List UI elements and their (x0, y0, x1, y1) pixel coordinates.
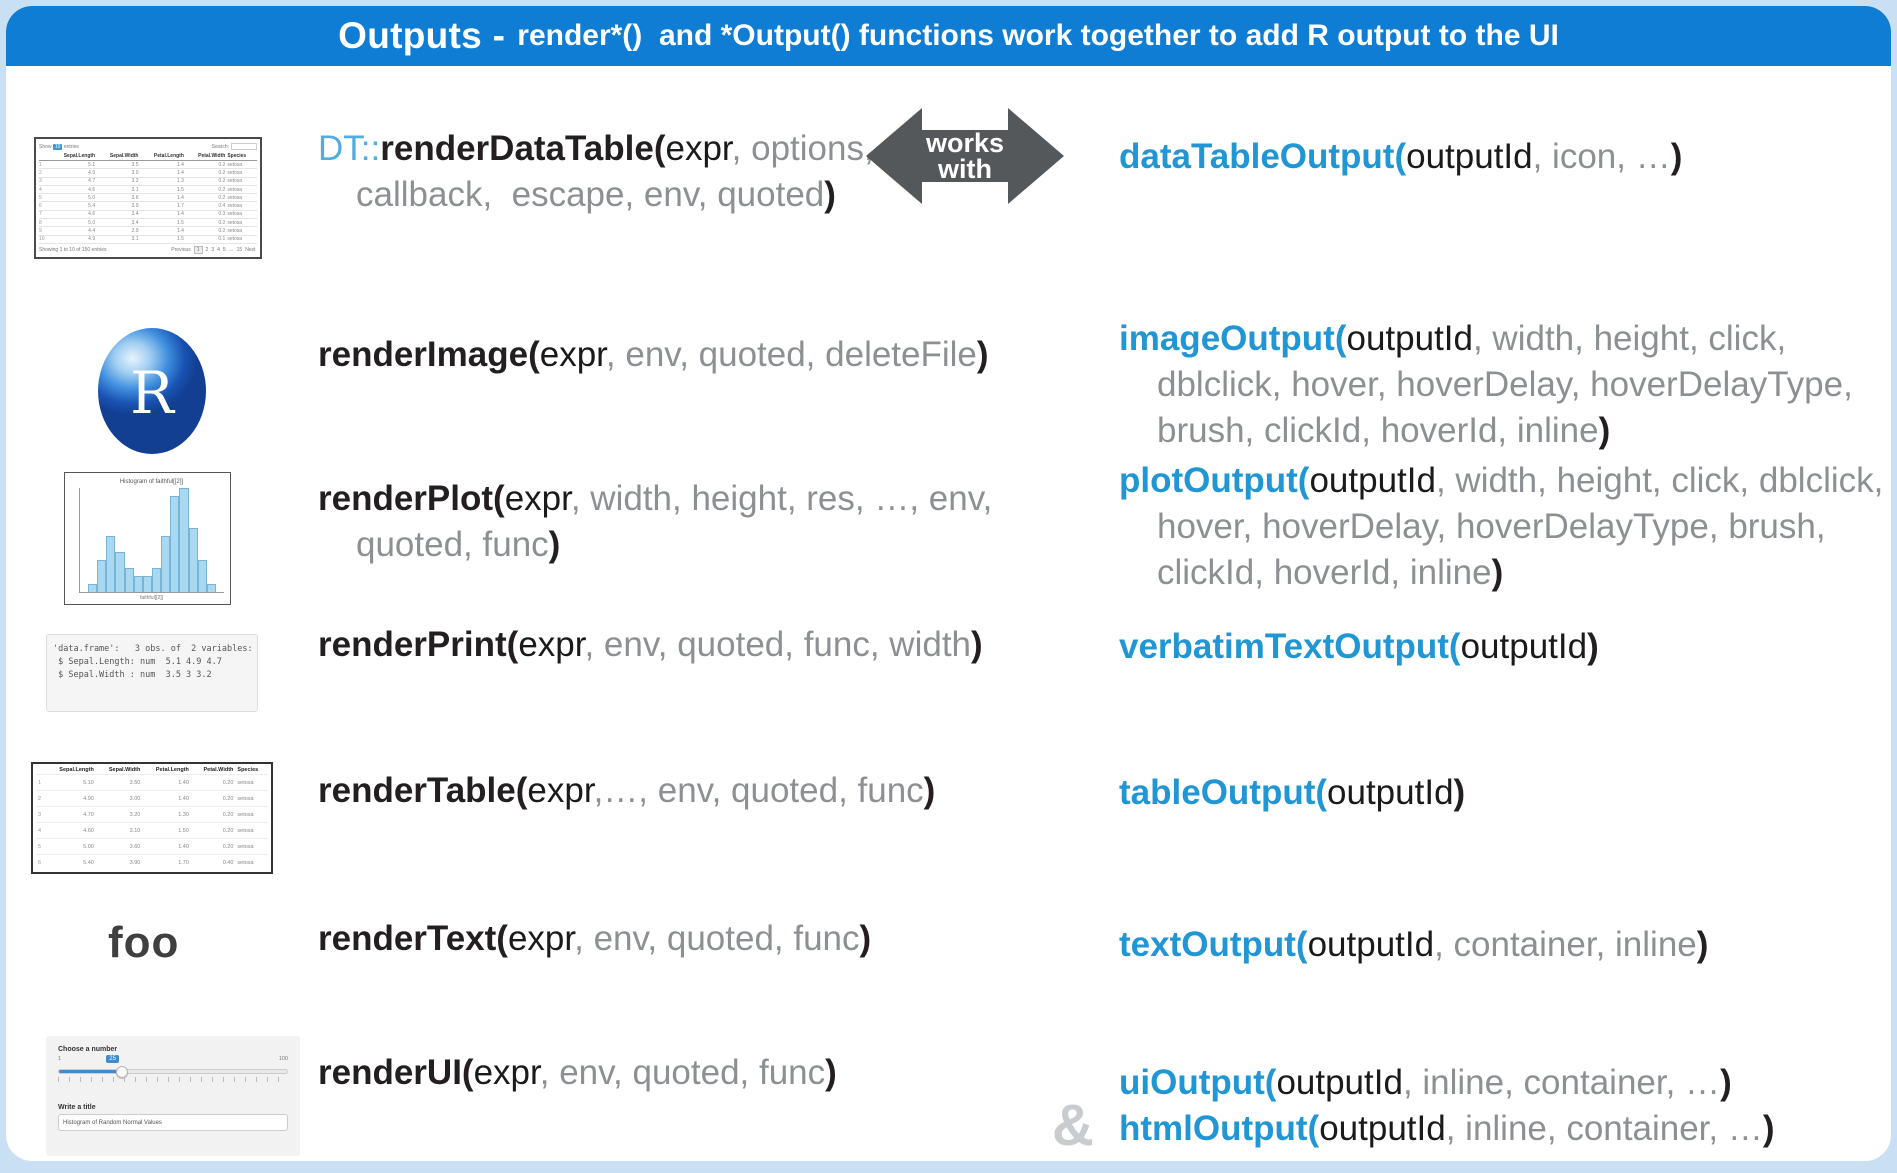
histogram-bar (106, 536, 116, 592)
works-with-label: works with (925, 128, 1005, 184)
histogram-bar (206, 584, 216, 592)
html-output-fn: htmlOutput( (1119, 1109, 1320, 1148)
panel-subtitle: render*() and *Output() functions work t… (517, 19, 1559, 52)
text-output-fn: textOutput( (1119, 925, 1308, 964)
r-logo-image: R (98, 328, 206, 454)
console-preview-image: 'data.frame': 3 obs. of 2 variables: $ S… (46, 634, 258, 712)
render-table-fn: renderTable( (318, 771, 528, 810)
datatable-search-label: Search: (212, 143, 257, 150)
double-arrow-icon (866, 108, 1064, 204)
histogram-bar (133, 576, 143, 592)
text-output-signature: textOutput(outputId, container, inline) (1119, 925, 1709, 964)
render-datatable-fn: renderDataTable( (380, 129, 666, 168)
datatable-preview-toolbar: Show 10 entries Search: (39, 141, 257, 152)
histogram-bar (115, 552, 125, 592)
title-input-label: Write a title (58, 1104, 96, 1111)
render-image-signature: renderImage(expr, env, quoted, deleteFil… (318, 335, 989, 374)
histogram-bars (79, 488, 224, 593)
histogram-xlabel: faithful[[2]] (139, 595, 164, 601)
datatable-footer-info: Showing 1 to 10 of 150 entries (39, 246, 107, 253)
histogram-bar (88, 584, 98, 592)
render-print-signature: renderPrint(expr, env, quoted, func, wid… (318, 625, 983, 664)
cheatsheet-outputs-panel: Outputs - render*() and *Output() functi… (6, 6, 1891, 1161)
slider-ticks (58, 1077, 288, 1082)
html-output-signature: htmlOutput(outputId, inline, container, … (1119, 1109, 1775, 1148)
datatable-output-fn: dataTableOutput( (1119, 137, 1407, 176)
render-table-signature: renderTable(expr,…, env, quoted, func) (318, 771, 936, 810)
image-output-signature: imageOutput(outputId, width, height, cli… (1119, 319, 1863, 450)
slider-max: 100 (278, 1056, 288, 1062)
plot-output-signature: plotOutput(outputId, width, height, clic… (1119, 461, 1884, 592)
render-plot-fn: renderPlot( (318, 479, 505, 518)
histogram-bar (142, 576, 152, 592)
ui-preview-image: Choose a number 1 100 25 Write a title H… (46, 1036, 300, 1156)
r-logo-letter: R (130, 359, 174, 427)
render-text-signature: renderText(expr, env, quoted, func) (318, 919, 872, 958)
histogram-title: Histogram of faithful[[2]] (119, 479, 184, 485)
render-image-fn: renderImage( (318, 335, 540, 374)
verbatim-text-output-fn: verbatimTextOutput( (1119, 627, 1461, 666)
slider-min: 1 (58, 1056, 62, 1062)
panel-header: Outputs - render*() and *Output() functi… (6, 6, 1891, 66)
histogram-bar (97, 560, 107, 592)
text-preview-image: foo (108, 918, 180, 967)
panel-title: Outputs - (338, 15, 506, 56)
slider-widget: 1 100 25 (58, 1055, 288, 1090)
table-output-signature: tableOutput(outputId) (1119, 773, 1466, 812)
histogram-bar (151, 568, 162, 592)
render-print-fn: renderPrint( (318, 625, 519, 664)
render-ui-fn: renderUI( (318, 1053, 474, 1092)
works-with-arrow: works with (864, 92, 1066, 220)
ui-output-fn: uiOutput( (1119, 1063, 1277, 1102)
slider-fill (59, 1070, 116, 1073)
ampersand-symbol: & (1052, 1093, 1094, 1158)
dt-namespace: DT:: (318, 129, 381, 168)
datatable-show-entries: Show 10 entries (39, 143, 79, 150)
histogram-preview-image: Histogram of faithful[[2]] faithful[[2]] (64, 472, 231, 605)
histogram-bar (161, 536, 171, 592)
datatable-output-signature: dataTableOutput(outputId, icon, …) (1119, 137, 1683, 176)
plot-output-fn: plotOutput( (1119, 461, 1310, 500)
render-datatable-signature: DT::renderDataTable(expr, options, callb… (318, 129, 874, 214)
histogram-bar (188, 528, 198, 592)
slider-track (58, 1066, 288, 1078)
datatable-show-value: 10 (52, 143, 63, 150)
title-text-input: Histogram of Random Normal Values (58, 1114, 288, 1131)
histogram-bar (124, 568, 134, 592)
render-plot-signature: renderPlot(expr, width, height, res, …, … (318, 479, 1003, 564)
ui-output-signature: uiOutput(outputId, inline, container, …) (1119, 1063, 1732, 1102)
verbatim-text-output-signature: verbatimTextOutput(outputId) (1119, 627, 1599, 666)
slider-value-bubble: 25 (106, 1055, 119, 1063)
image-output-fn: imageOutput( (1119, 319, 1347, 358)
table-output-fn: tableOutput( (1119, 773, 1328, 812)
render-ui-signature: renderUI(expr, env, quoted, func) (318, 1053, 837, 1092)
render-text-fn: renderText( (318, 919, 508, 958)
slider-label: Choose a number (58, 1046, 118, 1053)
histogram-bar (170, 496, 180, 592)
histogram-bar (179, 488, 189, 592)
datatable-search-box (231, 143, 257, 150)
histogram-bar (197, 560, 207, 592)
